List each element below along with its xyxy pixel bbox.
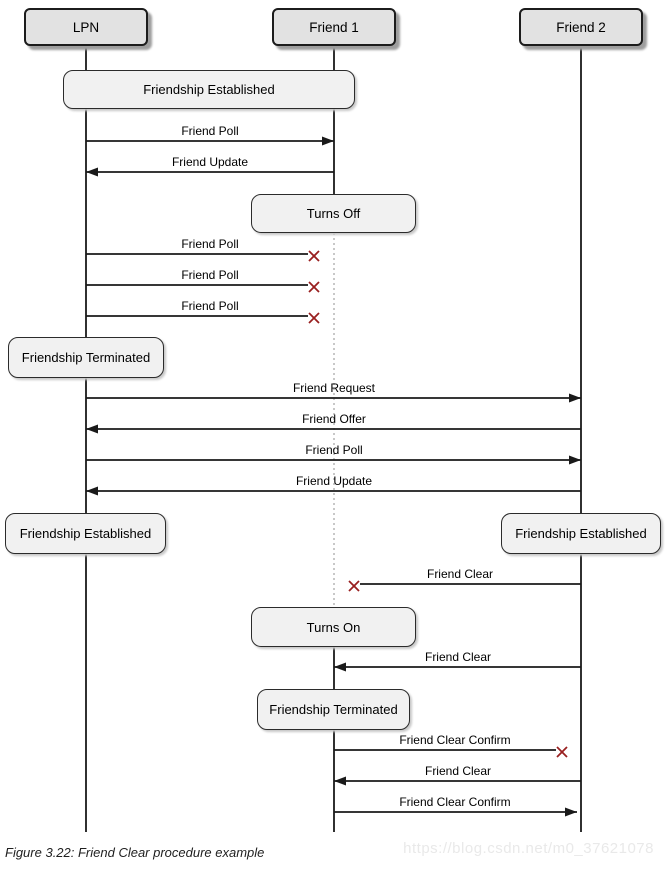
figure-caption: Figure 3.22: Friend Clear procedure exam…: [5, 845, 265, 860]
arrowhead-icon: [569, 455, 581, 465]
watermark-url: https://blog.csdn.net/m0_37621078: [403, 840, 654, 857]
message-label: Friend Poll: [181, 237, 239, 251]
note-box: Turns On: [251, 607, 416, 647]
note-box: Friendship Established: [501, 513, 661, 554]
note-box: Friendship Terminated: [8, 337, 164, 378]
message-label: Friend Request: [292, 381, 376, 395]
note-label: Friendship Terminated: [21, 350, 151, 365]
arrowhead-icon: [334, 776, 346, 786]
message-label: Friend Clear: [424, 650, 492, 664]
message-label: Friend Poll: [305, 443, 363, 457]
note-box: Friendship Established: [63, 70, 355, 109]
note-label: Friendship Established: [143, 82, 275, 97]
actor-label: Friend 1: [309, 19, 359, 35]
note-label: Friendship Established: [515, 526, 647, 541]
note-box: Turns Off: [251, 194, 416, 233]
note-label: Turns Off: [306, 206, 361, 221]
note-box: Friendship Terminated: [257, 689, 410, 730]
message-label: Friend Offer: [302, 412, 366, 426]
message-label: Friend Poll: [181, 299, 239, 313]
arrowhead-icon: [569, 393, 581, 403]
arrowhead-icon: [86, 424, 98, 434]
arrowhead-icon: [86, 486, 98, 496]
arrowhead-icon: [86, 167, 98, 177]
arrowhead-icon: [322, 136, 334, 146]
note-label: Turns On: [306, 619, 361, 635]
actor-box-lpn: LPN: [24, 8, 148, 46]
message-label: Friend Clear: [424, 764, 492, 778]
message-label: Friend Update: [171, 155, 249, 169]
note-label: Friendship Terminated: [269, 702, 398, 717]
actor-label: Friend 2: [556, 19, 606, 35]
message-label: Friend Clear: [426, 567, 494, 581]
message-label: Friend Clear Confirm: [399, 795, 511, 809]
message-label: Friend Poll: [181, 268, 239, 282]
note-box: Friendship Established: [5, 513, 166, 554]
fail-cross-icon: [308, 312, 320, 324]
fail-cross-icon: [348, 580, 360, 592]
fail-cross-icon: [308, 250, 320, 262]
message-label: Friend Update: [295, 474, 373, 488]
note-label: Friendship Established: [19, 526, 152, 541]
actor-label: LPN: [72, 19, 100, 35]
message-label: Friend Clear Confirm: [399, 733, 511, 747]
actor-box-friend1: Friend 1: [272, 8, 396, 46]
fail-cross-icon: [308, 281, 320, 293]
message-label: Friend Poll: [181, 124, 239, 138]
arrowhead-icon: [334, 662, 346, 672]
fail-cross-icon: [556, 746, 568, 758]
actor-box-friend2: Friend 2: [519, 8, 643, 46]
arrowhead-icon: [565, 807, 577, 817]
